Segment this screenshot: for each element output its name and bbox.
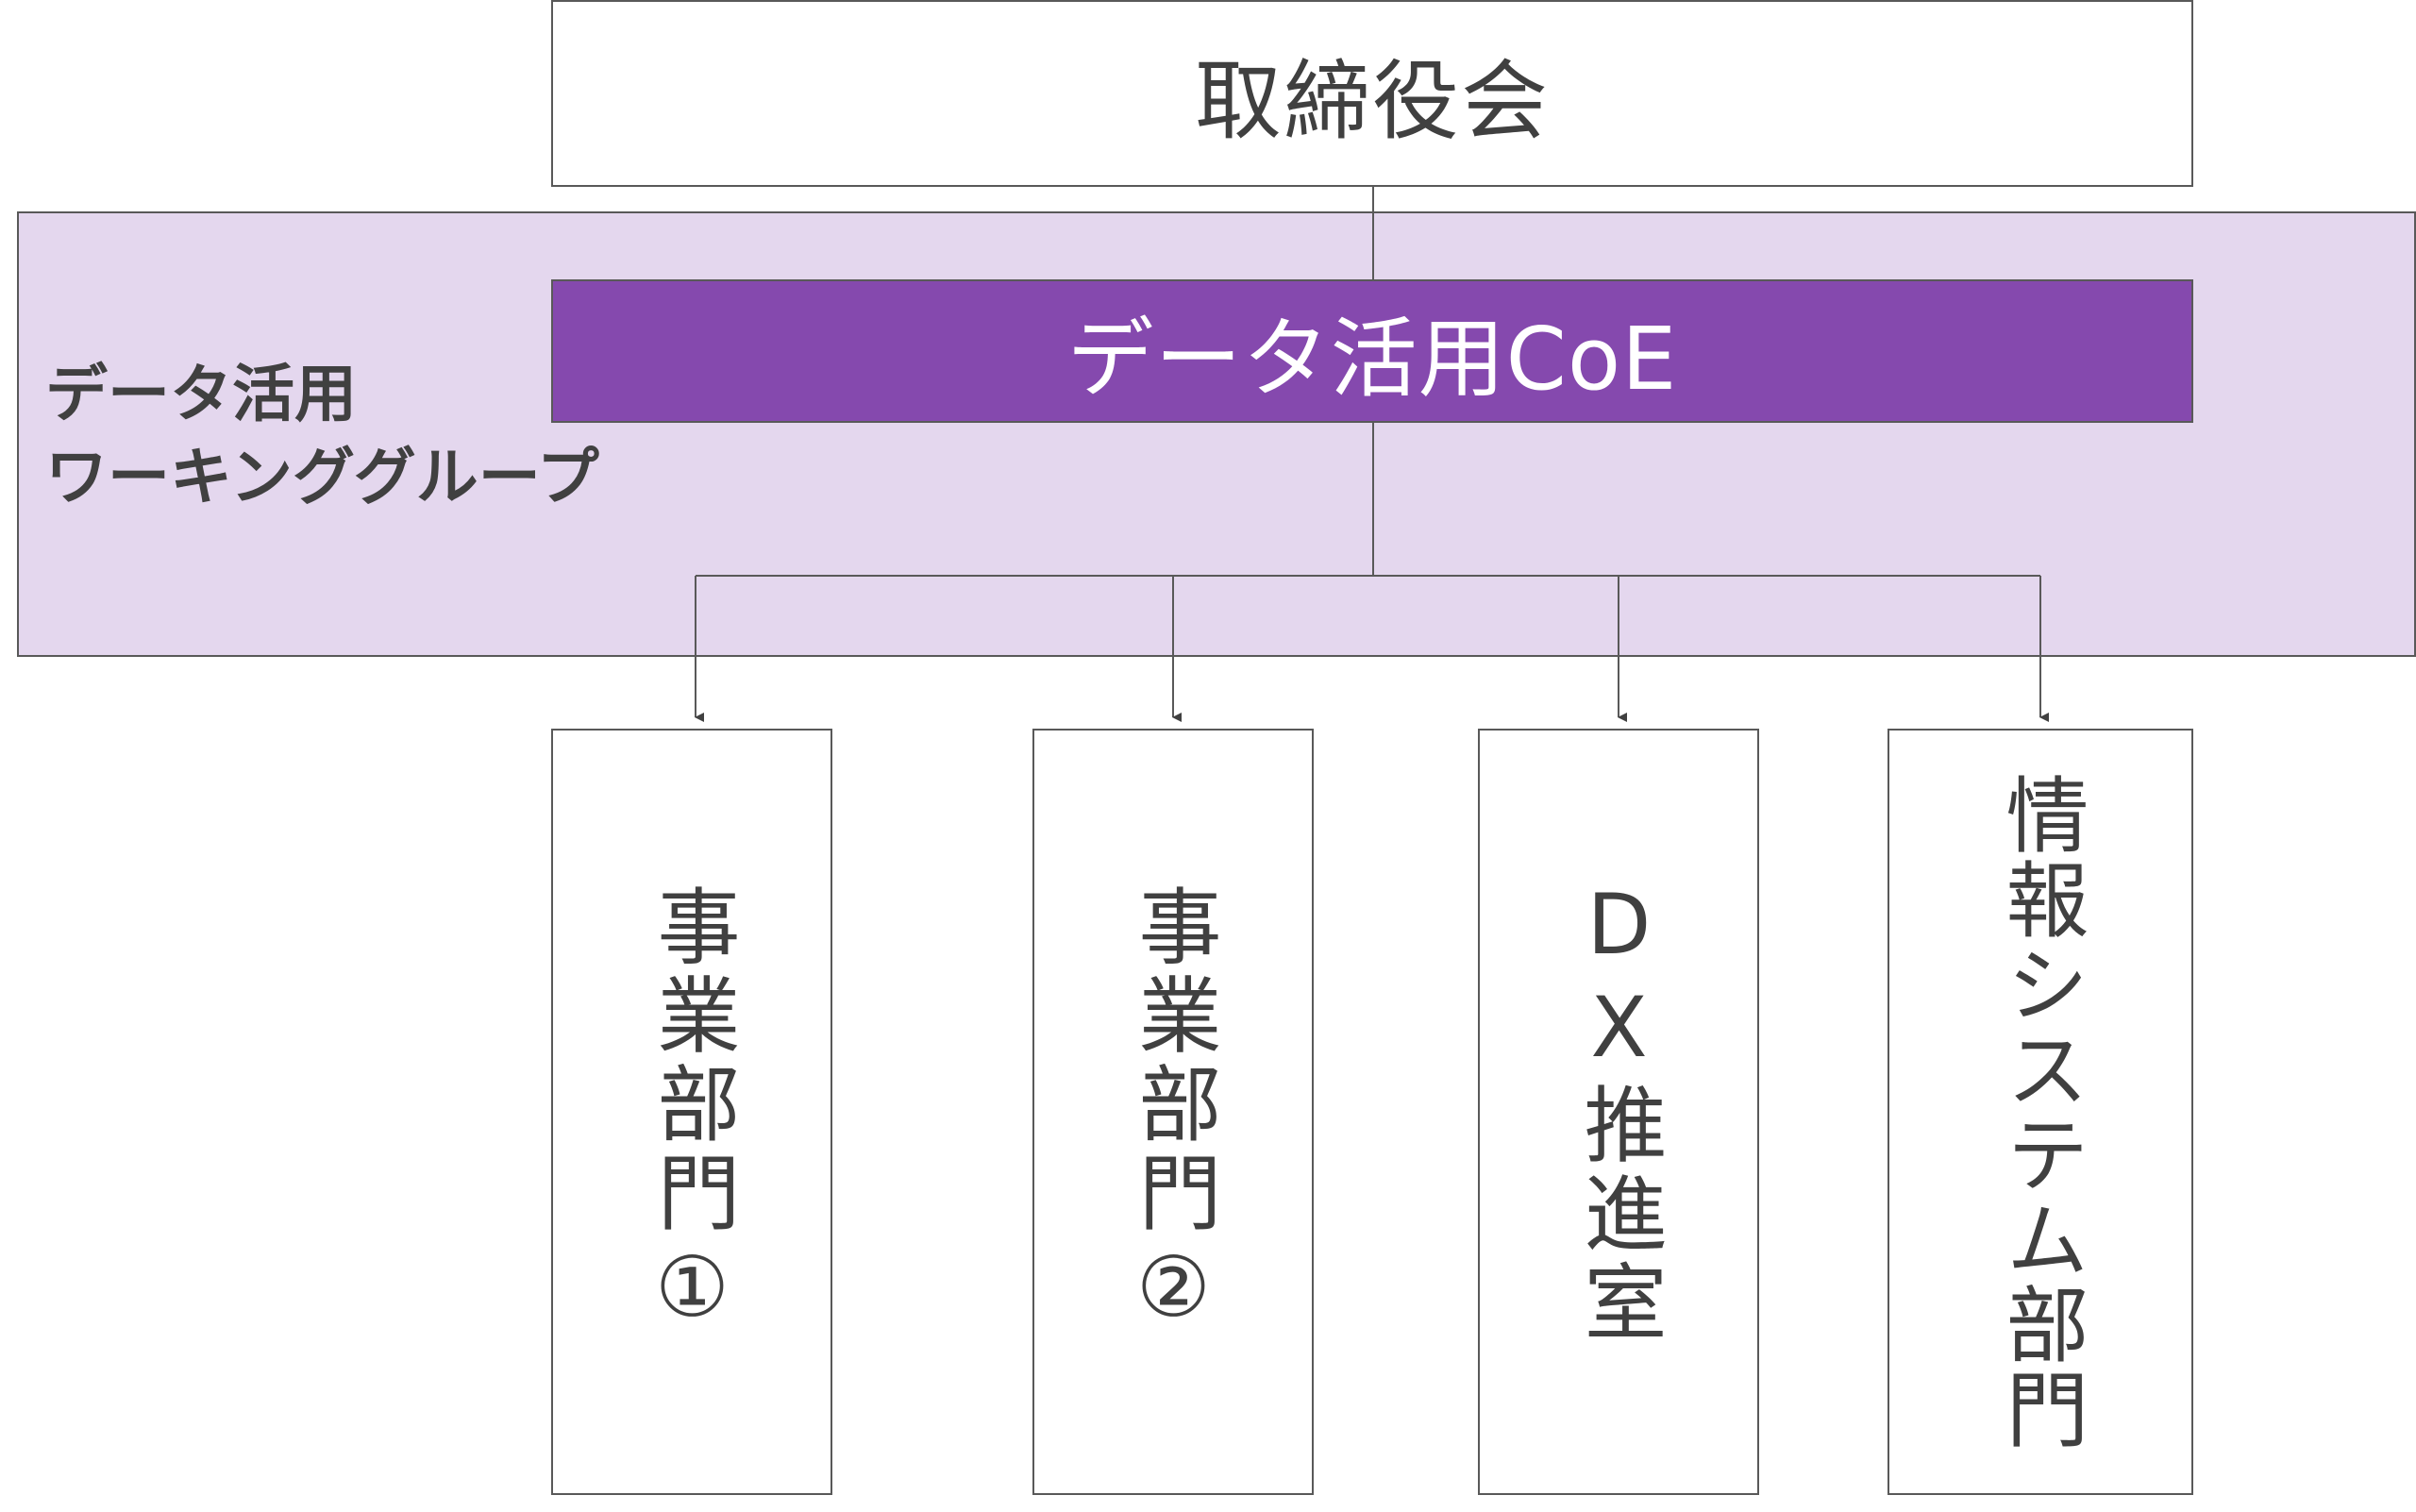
working-group-label: データ活用 ワーキンググループ — [45, 353, 599, 519]
department-box-dx-promotion: DX推進室 — [1478, 729, 1759, 1495]
department-label-business-2: 事業部門② — [1125, 882, 1222, 1341]
department-box-business-2: 事業部門② — [1032, 729, 1314, 1495]
department-label-business-1: 事業部門① — [644, 882, 741, 1341]
coe-box: データ活用CoE — [551, 279, 2193, 423]
department-box-business-1: 事業部門① — [551, 729, 832, 1495]
department-box-information-systems: 情報システム部門 — [1888, 729, 2193, 1495]
department-label-information-systems: 情報システム部門 — [1992, 772, 2089, 1452]
department-label-dx-promotion: DX推進室 — [1570, 876, 1668, 1348]
working-group-label-line2: ワーキンググループ — [45, 441, 599, 513]
coe-label: データ活用CoE — [1066, 308, 1678, 410]
board-of-directors-box: 取締役会 — [551, 0, 2193, 187]
board-of-directors-label: 取締役会 — [1194, 50, 1550, 152]
working-group-label-line1: データ活用 — [45, 358, 357, 430]
